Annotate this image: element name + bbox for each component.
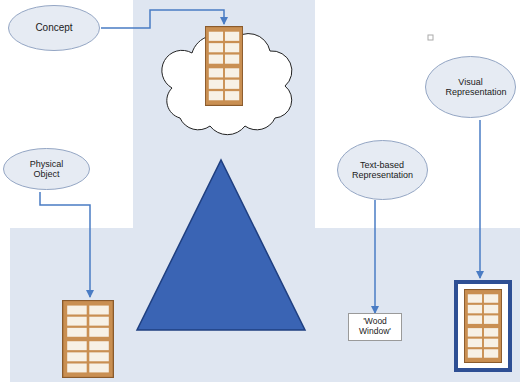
node-label: Visual Representation — [446, 77, 496, 98]
leader-line — [101, 10, 224, 28]
connector-arrow — [374, 200, 376, 313]
window-picture — [63, 301, 114, 378]
callout-ellipse: Text-based Representation — [337, 140, 428, 200]
triangle — [137, 160, 305, 330]
window-picture — [205, 27, 242, 106]
node-label: Text-based Representation — [352, 160, 412, 181]
picture-frame — [456, 282, 510, 370]
window-picture — [464, 290, 501, 363]
small-square — [428, 35, 433, 40]
callout-ellipse: Visual Representation — [425, 56, 516, 118]
node-label: 'Wood Window' — [352, 317, 398, 337]
text-box: 'Wood Window' — [348, 313, 402, 341]
leader-line — [479, 120, 481, 278]
leader-line — [40, 192, 90, 297]
background-region — [10, 0, 520, 382]
node-label: Concept — [35, 22, 72, 34]
concept-ellipse: Concept — [8, 5, 100, 51]
callout-ellipse: Physical Object — [3, 148, 90, 190]
node-label: Physical Object — [18, 159, 76, 180]
